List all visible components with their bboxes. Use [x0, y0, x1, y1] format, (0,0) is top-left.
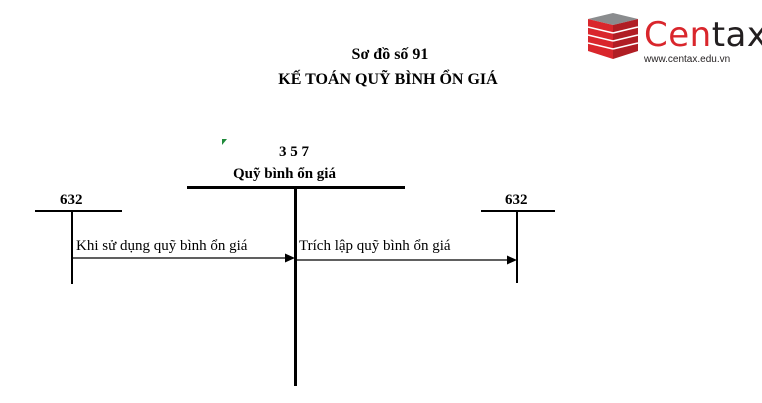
brand-wordmark-red: Cen — [644, 15, 712, 55]
brand-wordmark: Centax — [644, 18, 762, 52]
arrow-left-to-center — [72, 253, 295, 263]
center-account-name: Quỹ bình ổn giá — [233, 166, 336, 182]
left-account-top-line — [35, 210, 122, 212]
arrow-center-to-right — [297, 255, 517, 265]
right-account-stem — [516, 210, 518, 283]
center-account-number: 3 5 7 — [279, 144, 309, 160]
tick-mark-icon — [222, 139, 227, 145]
diagram-number: Sơ đồ số 91 — [351, 46, 429, 63]
entry-label-provision: Trích lập quỹ bình ổn giá — [299, 238, 451, 254]
stacked-cube-icon — [587, 13, 639, 59]
brand-wordmark-dark: tax — [711, 15, 762, 55]
right-account-number: 632 — [505, 192, 528, 208]
right-account-top-line — [481, 210, 555, 212]
centax-logo — [585, 13, 755, 73]
entry-label-usage: Khi sử dụng quỹ bình ổn giá — [76, 238, 248, 254]
left-account-stem — [71, 210, 73, 284]
center-account-stem — [294, 187, 297, 386]
left-account-number: 632 — [60, 192, 83, 208]
brand-url: www.centax.edu.vn — [644, 54, 731, 65]
diagram-title: KẾ TOÁN QUỸ BÌNH ỔN GIÁ — [278, 71, 498, 88]
